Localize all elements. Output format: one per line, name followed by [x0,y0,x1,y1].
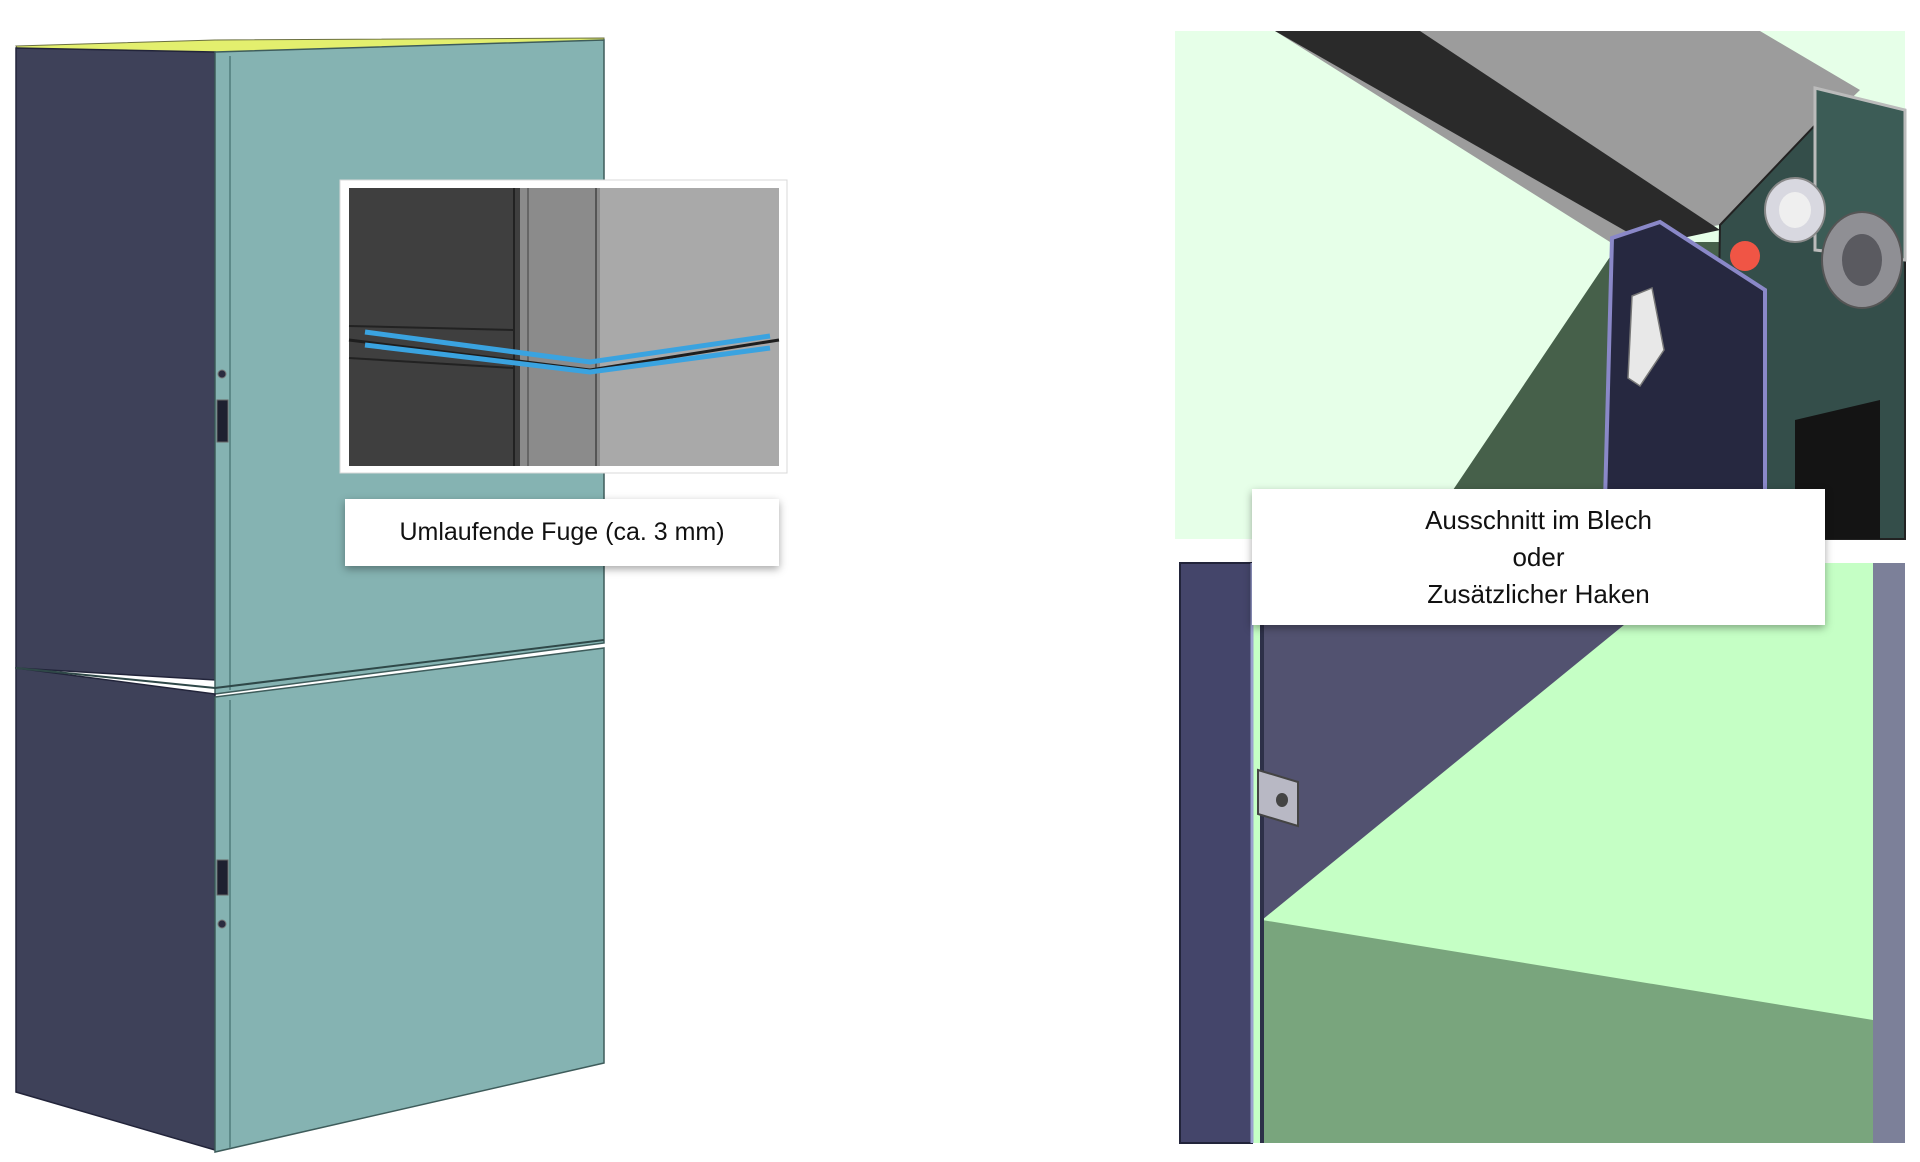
detail-top-view [1175,31,1907,541]
hook-tab [1627,286,1665,388]
cabinet-lower-front [214,647,605,1153]
marker-dot-icon [1730,241,1760,271]
module-joint [15,639,605,690]
joint-callout-text: Umlaufende Fuge (ca. 3 mm) [399,518,725,546]
hook-callout-line-3: Zusätzlicher Haken [1427,578,1650,609]
joint-callout: Umlaufende Fuge (ca. 3 mm) [345,499,779,566]
cabinet-upper-side [15,47,216,681]
lock-icon [216,859,229,896]
hook-callout-line-1: Ausschnitt im Blech [1425,504,1652,535]
hinge-icon [217,369,227,379]
cabinet-lower-side [15,667,216,1151]
joint-zoom-inset [339,179,788,474]
detail-bottom-view [1179,562,1905,1144]
highlighted-joint [364,329,771,365]
hinge-icon [217,919,227,929]
lock-icon [216,399,229,443]
hook-callout: Ausschnitt im Blech oder Zusätzlicher Ha… [1252,489,1825,625]
hook-callout-line-2: oder [1512,541,1565,572]
left-frame [1179,562,1253,1144]
